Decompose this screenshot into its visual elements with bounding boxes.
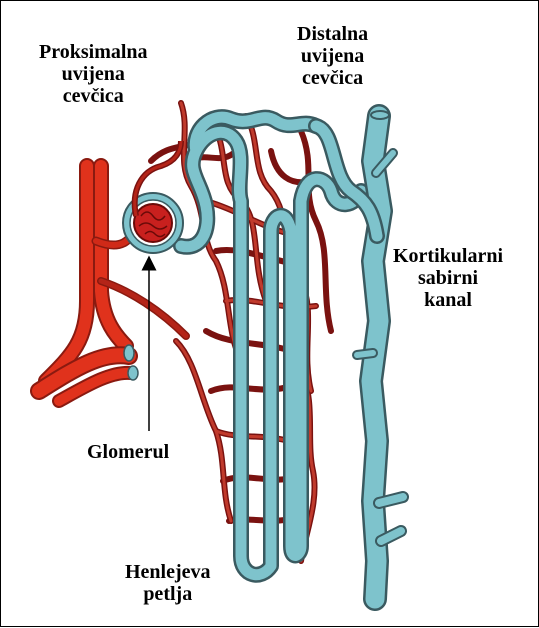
label-collecting-duct: Kortikularni sabirni kanal	[393, 245, 503, 311]
label-proximal-tubule: Proksimalna uvijena cevčica	[39, 41, 148, 107]
vessel-end	[128, 366, 138, 380]
vessel-end	[124, 345, 134, 361]
label-distal-tubule: Distalna uvijena cevčica	[297, 23, 368, 89]
label-loop-of-henle: Henlejeva petlja	[125, 561, 211, 605]
renal-tubule	[181, 117, 361, 575]
label-glomerulus: Glomerul	[87, 441, 169, 463]
